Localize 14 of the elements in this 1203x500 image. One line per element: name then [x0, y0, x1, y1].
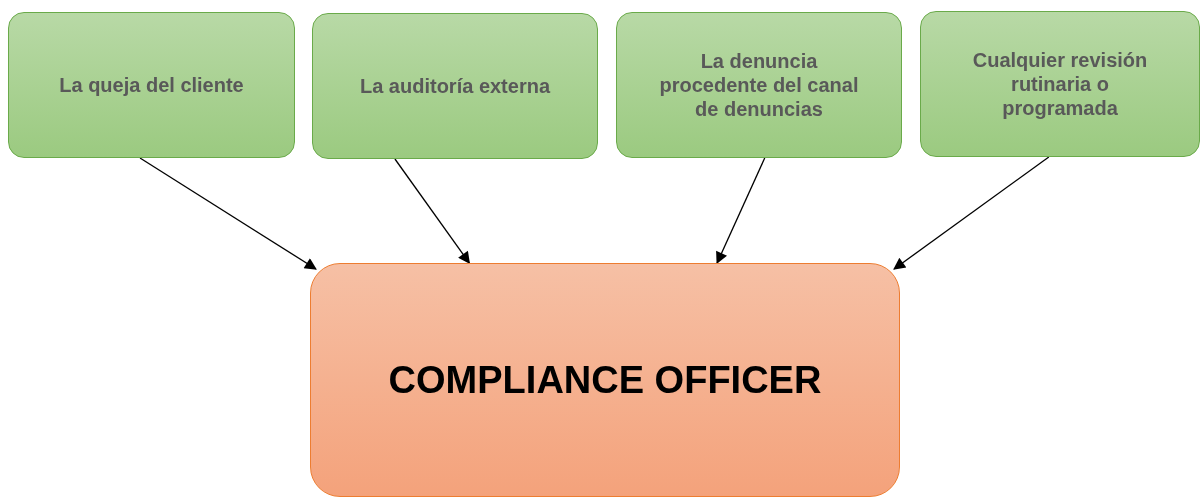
role-box — [310, 263, 900, 497]
source-box — [920, 11, 1200, 157]
arrow — [716, 157, 766, 265]
source-box — [8, 12, 295, 158]
source-label: La queja del cliente — [59, 73, 244, 97]
role-title: COMPLIANCE OFFICER — [388, 358, 822, 402]
source-label: La auditoría externa — [359, 74, 551, 98]
source-box — [616, 12, 902, 158]
arrow — [893, 156, 1050, 270]
source-label: Cualquier revisión rutinaria o programada — [971, 48, 1149, 120]
source-label: La denuncia procedente del canal de denuncias — [658, 49, 860, 121]
source-box — [312, 13, 598, 159]
arrow — [139, 157, 317, 270]
arrow — [394, 158, 470, 264]
